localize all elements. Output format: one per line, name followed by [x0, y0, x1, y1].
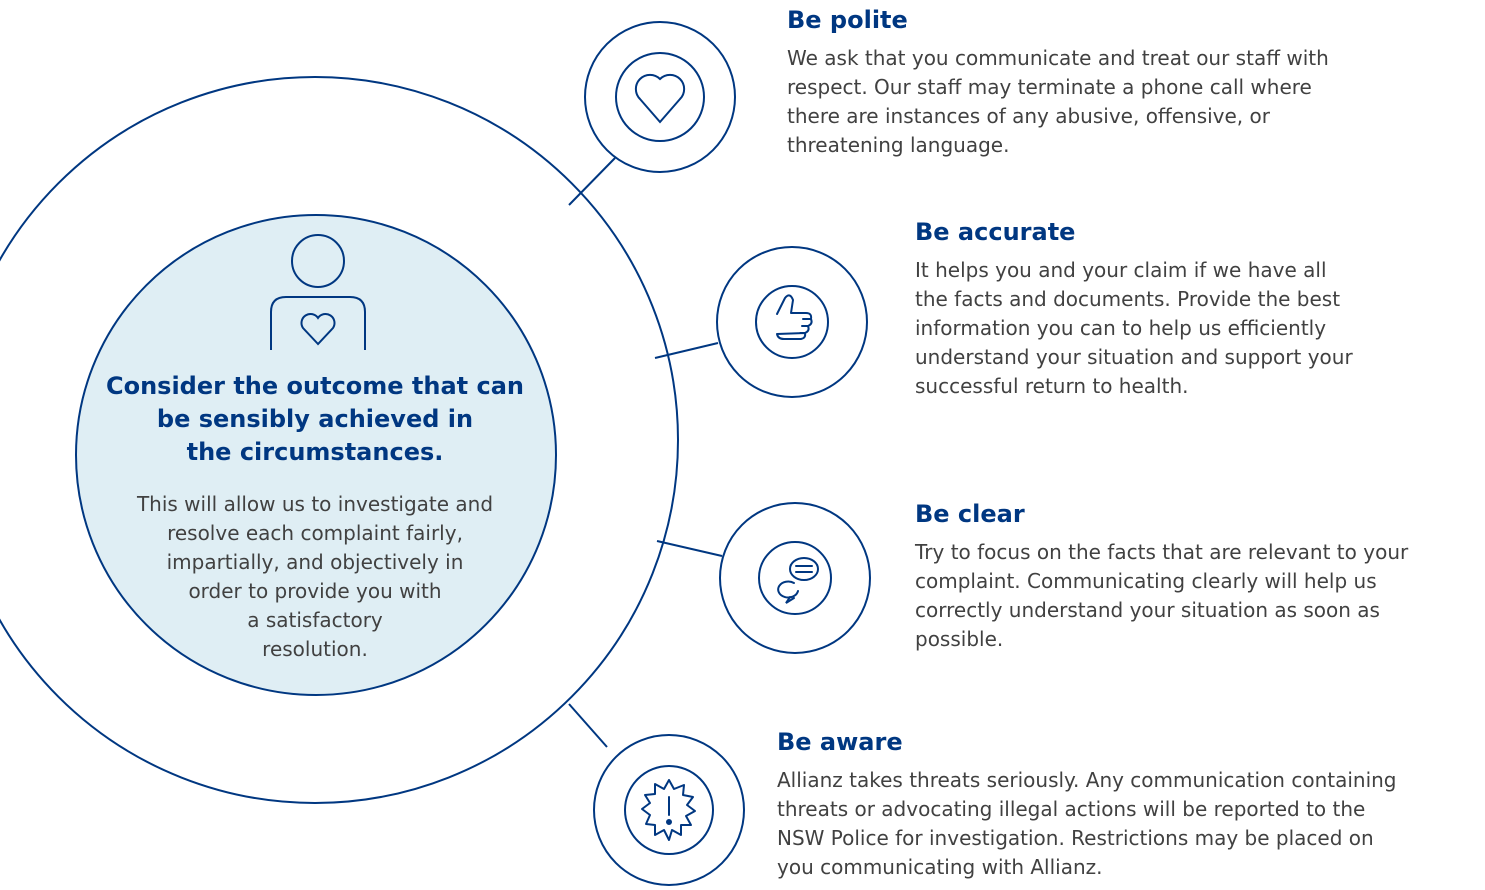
polite-icon-circle: [584, 21, 736, 173]
body-line: threatening language.: [787, 133, 1010, 157]
accurate-icon-circle: [716, 246, 868, 398]
body-line: correctly understand your situation as s…: [915, 598, 1380, 622]
person-heart-icon: [270, 234, 366, 350]
center-title-line: be sensibly achieved in: [156, 405, 474, 433]
item-body: Allianz takes threats seriously. Any com…: [777, 766, 1477, 882]
body-line: We ask that you communicate and treat ou…: [787, 46, 1329, 70]
connector-accurate: [654, 342, 719, 359]
center-body-line: resolve each complaint fairly,: [167, 521, 463, 545]
center-body-line: order to provide you with: [188, 579, 442, 603]
center-title-line: Consider the outcome that can: [105, 372, 525, 400]
outer-circle: [0, 76, 679, 804]
body-line: Allianz takes threats seriously. Any com…: [777, 768, 1397, 792]
body-line: understand your situation and support yo…: [915, 345, 1353, 369]
body-line: information you can to help us efficient…: [915, 316, 1327, 340]
warning-burst-icon: [641, 779, 696, 841]
body-line: It helps you and your claim if we have a…: [915, 258, 1327, 282]
body-line: possible.: [915, 627, 1004, 651]
body-line: successful return to health.: [915, 374, 1189, 398]
connector-polite: [568, 157, 616, 206]
item-body: Try to focus on the facts that are relev…: [915, 538, 1475, 654]
connector-aware: [568, 703, 608, 748]
center-body-line: resolution.: [262, 637, 368, 661]
item-body: We ask that you communicate and treat ou…: [787, 44, 1407, 160]
item-heading: Be clear: [915, 500, 1025, 528]
speech-bubbles-icon: [777, 557, 819, 604]
body-line: Try to focus on the facts that are relev…: [915, 540, 1409, 564]
thumbs-up-icon: [776, 294, 813, 340]
center-body: This will allow us to investigate and re…: [100, 490, 530, 664]
center-body-line: a satisfactory: [247, 608, 383, 632]
item-be-aware: Be aware Allianz takes threats seriously…: [777, 726, 1477, 882]
body-line: NSW Police for investigation. Restrictio…: [777, 826, 1374, 850]
center-body-line: This will allow us to investigate and: [136, 492, 494, 516]
body-line: respect. Our staff may terminate a phone…: [787, 75, 1312, 99]
inner-circle: [75, 214, 557, 696]
body-line: complaint. Communicating clearly will he…: [915, 569, 1377, 593]
item-be-polite: Be polite We ask that you communicate an…: [787, 4, 1407, 160]
item-body: It helps you and your claim if we have a…: [915, 256, 1455, 401]
body-line: threats or advocating illegal actions wi…: [777, 797, 1366, 821]
item-heading: Be accurate: [915, 218, 1076, 246]
body-line: the facts and documents. Provide the bes…: [915, 287, 1341, 311]
item-heading: Be polite: [787, 6, 908, 34]
item-be-clear: Be clear Try to focus on the facts that …: [915, 498, 1475, 654]
center-title-line: the circumstances.: [186, 438, 444, 466]
connector-clear: [656, 540, 723, 557]
body-line: there are instances of any abusive, offe…: [787, 104, 1270, 128]
heart-icon: [634, 73, 686, 124]
item-heading: Be aware: [777, 728, 903, 756]
item-be-accurate: Be accurate It helps you and your claim …: [915, 216, 1455, 401]
body-line: you communicating with Allianz.: [777, 855, 1103, 879]
center-body-line: impartially, and objectively in: [166, 550, 464, 574]
center-title: Consider the outcome that can be sensibl…: [100, 370, 530, 469]
